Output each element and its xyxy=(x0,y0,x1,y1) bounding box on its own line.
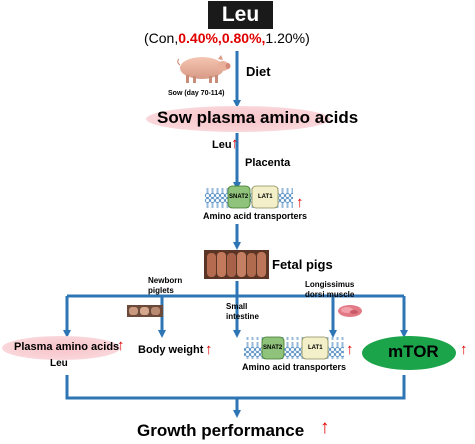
leu-text: Leu xyxy=(212,139,232,151)
intestine-text: intestine xyxy=(226,312,259,321)
leu-up-arrow: ↑ xyxy=(231,135,239,152)
lat1-label-lower: LAT1 xyxy=(308,345,323,351)
transporter-lower-up-arrow: ↑ xyxy=(346,341,354,358)
leu-up-label: Leu xyxy=(212,140,232,151)
newborn-text: Newborn xyxy=(148,276,183,285)
small-text: Small xyxy=(226,302,248,311)
bottom-bracket xyxy=(65,375,406,400)
transporter-up-arrow: ↑ xyxy=(296,194,304,211)
piglets-text: piglets xyxy=(148,286,174,295)
plasma-aa-ellipse xyxy=(2,336,120,360)
transporter-membrane-icon-lower xyxy=(244,336,344,360)
pig-icon xyxy=(177,55,231,83)
transporter-label-upper: Amino acid transporters xyxy=(203,211,308,221)
muscle-photo xyxy=(338,305,362,317)
snat2-label: SNAT2 xyxy=(229,194,249,200)
transporter-membrane-icon xyxy=(205,185,293,209)
plasma-aa-label: Plasma amino acids xyxy=(14,341,120,353)
level-040: 0.40%, xyxy=(178,30,222,46)
plasma-up-arrow: ↑ xyxy=(117,337,125,354)
piglets-photo xyxy=(127,305,163,317)
diet-label: Diet xyxy=(246,64,271,79)
dorsi-text: dorsi muscle xyxy=(305,290,355,299)
mtor-ellipse xyxy=(362,336,456,370)
leu-levels: (Con,0.40%,0.80%,1.20%) xyxy=(144,31,310,45)
growth-up-arrow: ↑ xyxy=(320,417,330,438)
snat2-label-lower: SNAT2 xyxy=(263,345,283,351)
longissimus-text: Longissimus xyxy=(305,280,355,289)
level-120: 1.20%) xyxy=(265,30,310,46)
sow-label: Sow (day 70-114) xyxy=(168,90,225,97)
transporter-label-lower: Amino acid transporters xyxy=(242,362,347,372)
body-weight-label: Body weight xyxy=(138,344,204,356)
sow-plasma-ellipse xyxy=(146,106,330,132)
placenta-label: Placenta xyxy=(245,157,291,169)
mtor-label: mTOR xyxy=(388,342,439,361)
level-080: 0.80%, xyxy=(221,30,266,46)
plasma-leu-label: Leu xyxy=(50,358,68,369)
fetal-pigs-photo xyxy=(204,250,269,279)
sow-plasma-label: Sow plasma amino acids xyxy=(157,108,359,127)
lat1-label: LAT1 xyxy=(258,194,273,200)
mtor-up-arrow: ↑ xyxy=(460,341,468,358)
growth-label: Growth performance xyxy=(137,421,305,440)
level-control: (Con, xyxy=(144,30,179,46)
leu-box: Leu xyxy=(208,1,273,29)
body-weight-up-arrow: ↑ xyxy=(205,341,213,358)
fetal-pigs-label: Fetal pigs xyxy=(272,257,333,272)
